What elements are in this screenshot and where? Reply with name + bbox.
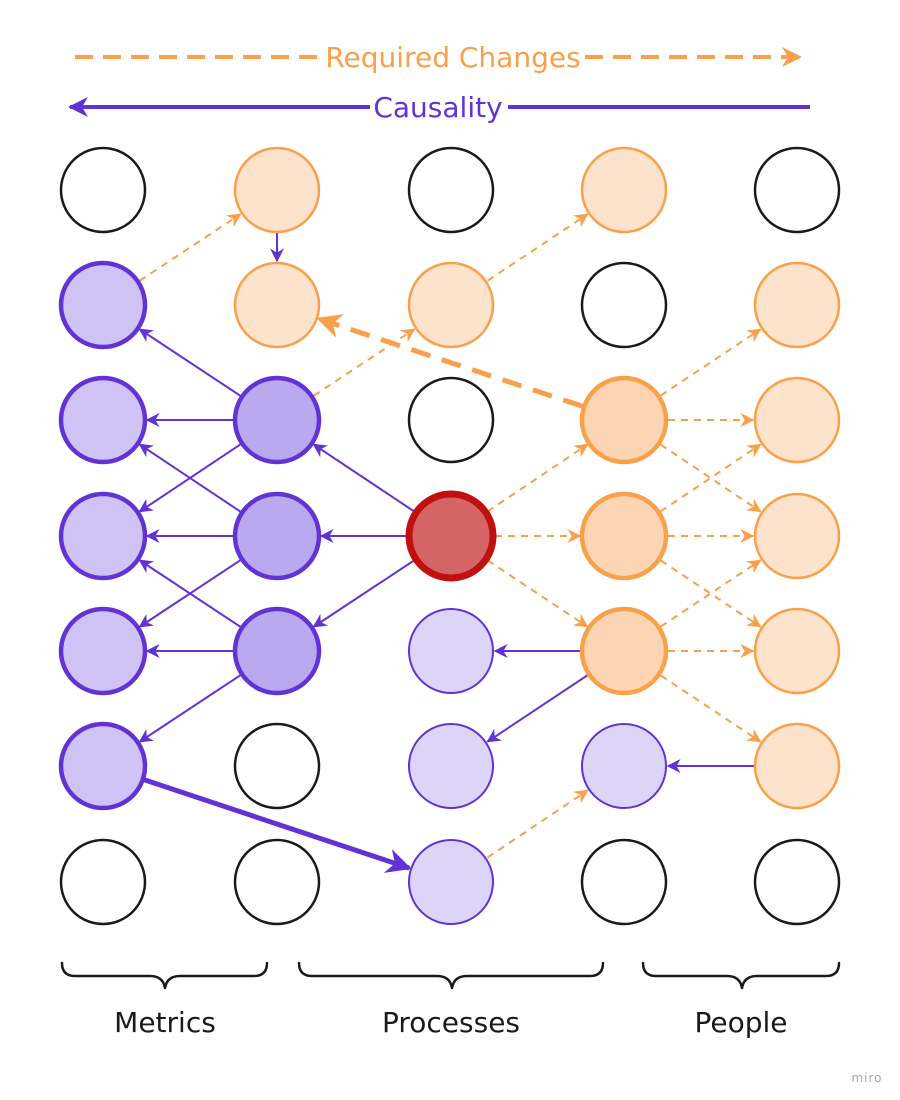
node-empty <box>580 261 668 349</box>
node-orange-light <box>580 146 668 234</box>
node-purple-light <box>408 723 494 809</box>
node-purple-dark <box>232 606 322 696</box>
required-change-arrow <box>660 559 762 628</box>
node-empty <box>407 146 495 234</box>
people-label: People <box>694 1006 787 1039</box>
node-orange-light <box>753 722 841 810</box>
required-change-arrow <box>660 674 762 743</box>
node-empty <box>59 146 147 234</box>
required-change-arrow <box>660 328 762 397</box>
required-change-arrow <box>487 559 589 628</box>
node-purple-bold <box>58 375 148 465</box>
node-empty <box>407 376 495 464</box>
required-change-arrow <box>487 213 589 282</box>
node-purple-bold <box>58 721 148 811</box>
required-change-arrow <box>139 213 242 282</box>
required-change-arrow <box>313 328 416 397</box>
node-red <box>405 490 497 582</box>
node-orange-strong <box>579 491 669 581</box>
processes-label: Processes <box>382 1006 520 1039</box>
node-empty <box>233 722 321 810</box>
node-orange-light <box>753 376 841 464</box>
required-change-arrow-bold <box>316 314 584 409</box>
node-purple-dark <box>232 375 322 465</box>
node-empty <box>753 838 841 926</box>
node-orange-strong <box>579 375 669 465</box>
node-orange-light <box>233 146 321 234</box>
required-change-arrow <box>486 789 589 859</box>
node-purple-bold <box>58 606 148 696</box>
node-orange-light <box>233 261 321 349</box>
node-orange-light <box>407 261 495 349</box>
node-purple-light <box>581 723 667 809</box>
node-orange-light <box>753 492 841 580</box>
required-change-arrow <box>486 443 589 513</box>
node-empty <box>233 838 321 926</box>
legend: Required Changes Causality <box>68 41 810 124</box>
causality-arrow-bold <box>102 763 412 873</box>
node-empty <box>59 838 147 926</box>
node-empty <box>753 146 841 234</box>
node-empty <box>580 838 668 926</box>
node-purple-light <box>408 839 494 925</box>
causality-label: Causality <box>373 91 502 124</box>
miro-watermark: miro <box>851 1071 882 1085</box>
required-changes-label: Required Changes <box>325 41 580 74</box>
causality-legend: Causality <box>68 91 810 124</box>
node-orange-strong <box>579 606 669 696</box>
group-braces <box>60 961 841 990</box>
node-orange-light <box>753 607 841 695</box>
people-brace <box>641 961 841 990</box>
nodes-layer <box>58 146 841 926</box>
node-purple-bold <box>58 260 148 350</box>
node-purple-light <box>408 608 494 694</box>
processes-brace <box>297 961 605 990</box>
required-change-arrow <box>660 559 762 628</box>
node-orange-light <box>753 261 841 349</box>
node-purple-bold <box>58 491 148 581</box>
metrics-brace <box>60 961 269 990</box>
metrics-label: Metrics <box>114 1006 216 1039</box>
required-changes-legend: Required Changes <box>75 41 802 74</box>
node-purple-dark <box>232 491 322 581</box>
